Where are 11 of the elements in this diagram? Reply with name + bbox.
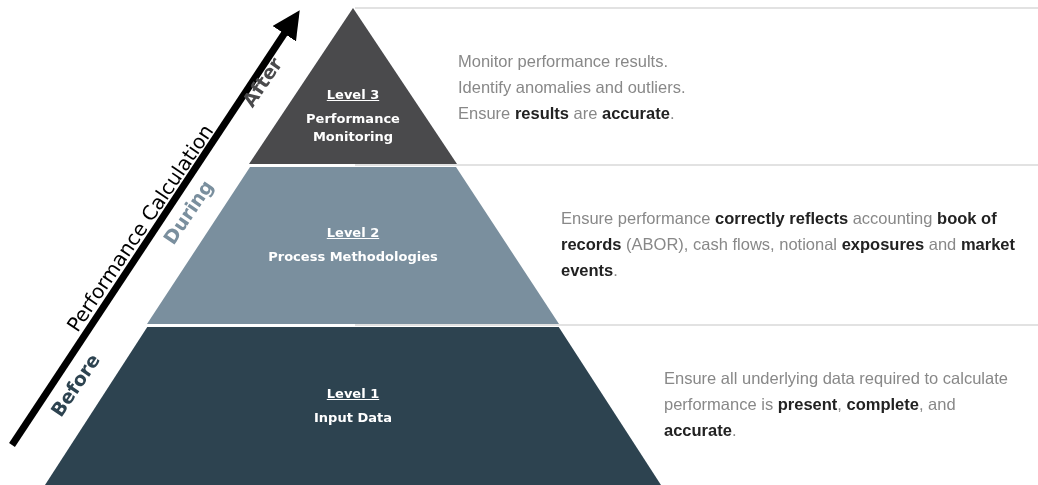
description-text: Ensure results are accurate. [458,103,676,124]
description-text: Ensure all underlying data required to calculate performance is present, complete, and accurate. [664,368,1009,441]
description-text: Monitor performance results. [458,51,669,72]
level-heading: Level 2 [326,225,380,240]
level-title: Performance Monitoring [305,109,401,146]
level-title: Input Data [314,408,392,427]
description-text: Identify anomalies and outliers. [458,77,687,98]
description-text: Ensure performance correctly reflects accounting book of records (ABOR), cash flows, notional exposures and market events. [561,208,1016,281]
level-title: Process Methodologies [268,248,438,266]
level-heading: Level 1 [326,385,380,401]
level-heading: Level 3 [326,86,380,102]
